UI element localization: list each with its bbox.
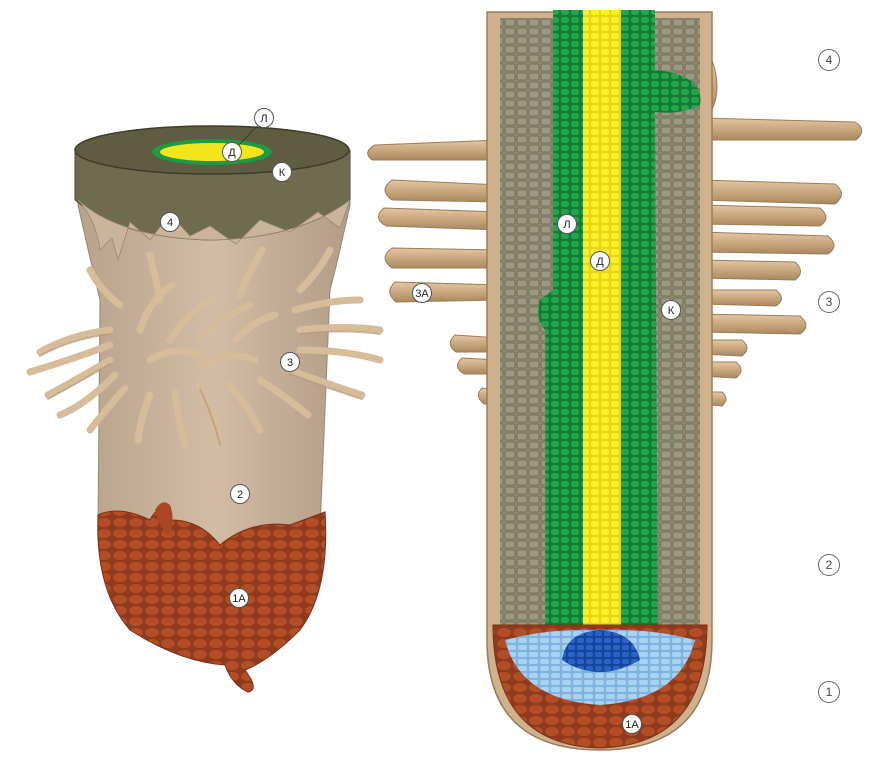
label-1a-left: 1А: [229, 588, 249, 608]
label-d-right: Д: [590, 251, 610, 271]
label-d-left: Д: [222, 142, 242, 162]
root-cap-3d: [98, 510, 326, 692]
root-hairs-left: [368, 140, 500, 404]
zone-1-marker: 1: [818, 681, 840, 703]
zone-4-marker: 4: [818, 49, 840, 71]
label-3-left: 3: [280, 352, 300, 372]
longitudinal-section: [368, 10, 862, 750]
label-2-left: 2: [230, 484, 250, 504]
label-1a-right: 1А: [622, 714, 642, 734]
label-3a-right: 3А: [412, 283, 432, 303]
zone-2-marker: 2: [818, 554, 840, 576]
root-3d-fragment: [30, 126, 380, 692]
xylem-layer: [583, 10, 621, 635]
root-hairs-right: [700, 60, 862, 406]
label-4-left: 4: [160, 212, 180, 232]
label-k-left: К: [272, 162, 292, 182]
label-l-right: Л: [557, 214, 577, 234]
label-k-right: К: [661, 300, 681, 320]
label-l-left: Л: [254, 108, 274, 128]
xylem-core: [160, 143, 264, 161]
zone-3-marker: 3: [818, 291, 840, 313]
